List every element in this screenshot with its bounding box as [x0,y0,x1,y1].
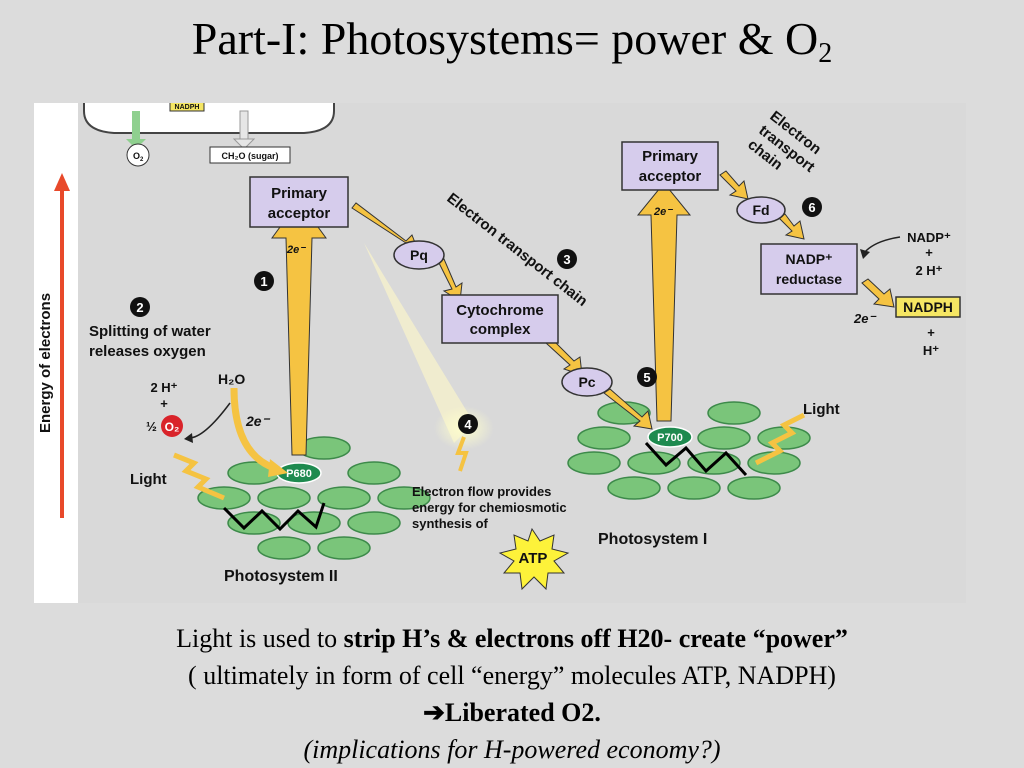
electron-flow-label: Electron flow provides [412,484,551,499]
slide-title: Part-I: Photosystems= power & O2 [191,13,833,69]
photosystem-ii-label: Photosystem II [224,568,338,585]
light-label-ps1: Light [803,401,840,418]
svg-text:acceptor: acceptor [639,168,702,185]
svg-text:+: + [160,396,168,411]
svg-text:Cytochrome: Cytochrome [456,302,544,319]
svg-text:+: + [925,245,933,260]
svg-text:Primary: Primary [642,148,699,165]
light-bolt-ps2 [173,452,225,501]
fd-carrier [736,196,786,224]
svg-text:2 H⁺: 2 H⁺ [915,263,942,278]
water-electron-arrow [230,387,276,472]
svg-text:NADP⁺: NADP⁺ [907,230,951,245]
o2-label: O2 [133,151,144,163]
svg-text:releases oxygen: releases oxygen [89,343,206,360]
pc-carrier [561,367,613,397]
cytochrome-complex [441,294,559,344]
chloroplast-overview-fragment: NADPH O2 CH₂O (sugar) [83,103,335,167]
svg-text:2e⁻: 2e⁻ [245,413,271,429]
svg-text:2e⁻: 2e⁻ [853,311,877,326]
p680-label: P680 [286,468,312,480]
sugar-label: CH₂O (sugar) [221,151,278,161]
svg-text:Pc: Pc [578,374,595,390]
svg-text:+: + [927,325,935,340]
o2-molecule [161,415,183,437]
svg-text:reductase: reductase [776,271,842,287]
svg-text:H⁺: H⁺ [923,343,939,358]
svg-text:ATP: ATP [519,550,548,567]
light-bolt-ps1 [754,412,806,466]
nadp-reductase [760,243,858,295]
svg-text:½: ½ [146,419,157,434]
svg-text:1: 1 [260,274,267,289]
svg-text:Primary: Primary [271,185,328,202]
svg-text:2 H⁺: 2 H⁺ [150,380,177,395]
caption-line-1: Light is used to strip H’s & electrons o… [176,624,848,653]
caption-line-2: ( ultimately in form of cell “energy” mo… [188,661,836,690]
atp-starburst [498,527,570,591]
svg-text:synthesis of: synthesis of [412,516,489,531]
svg-text:O₂: O₂ [165,420,180,434]
svg-text:Pq: Pq [410,247,428,263]
light-label-ps2: Light [130,471,167,488]
primary-acceptor-ps2 [249,176,349,228]
left-margin-panel [34,103,78,603]
ps1-energy-transfer-zigzag [644,441,748,477]
nadph-box [895,296,961,318]
svg-text:2: 2 [136,300,143,315]
p700-reaction-center [647,426,693,448]
caption-line-4: (implications for H-powered economy?) [303,735,721,764]
energy-axis-label: Energy of electrons [37,293,54,433]
svg-text:complex: complex [470,321,532,338]
svg-text:3: 3 [563,252,570,267]
svg-text:2e⁻: 2e⁻ [286,244,306,256]
svg-text:H₂O: H₂O [218,371,245,387]
photosynthesis-diagram: NADPH O2 CH₂O (sugar) Energy of electron… [34,103,966,603]
etc-arrows [351,170,895,430]
slide-caption: Light is used to strip H’s & electrons o… [0,620,1024,768]
energy-axis: Energy of electrons [37,173,70,518]
svg-text:4: 4 [464,417,472,432]
p700-label: P700 [657,432,683,444]
svg-text:energy for chemiosmotic: energy for chemiosmotic [412,500,567,515]
splitting-water-label: Splitting of water [89,323,211,340]
svg-text:NADP⁺: NADP⁺ [785,251,832,267]
ps2-energy-transfer-zigzag [222,502,326,532]
photosystem-ii-cluster [197,436,431,560]
svg-text:5: 5 [643,370,650,385]
svg-text:NADPH: NADPH [903,299,953,315]
caption-line-3: ➔Liberated O2. [423,698,601,727]
etc-label-2: Electron transport chain [744,108,824,176]
ps2-excitation-arrow [271,200,327,456]
pq-carrier [393,240,445,270]
ps1-excitation-arrow [636,182,692,422]
step-markers: 1 2 3 4 5 6 [130,197,822,434]
photosystem-i-label: Photosystem I [598,531,707,548]
svg-text:acceptor: acceptor [268,205,331,222]
primary-acceptor-ps1 [621,141,719,191]
svg-text:NADPH: NADPH [175,104,200,111]
svg-text:6: 6 [808,200,815,215]
svg-text:2e⁻: 2e⁻ [653,206,673,218]
svg-text:Fd: Fd [752,202,769,218]
